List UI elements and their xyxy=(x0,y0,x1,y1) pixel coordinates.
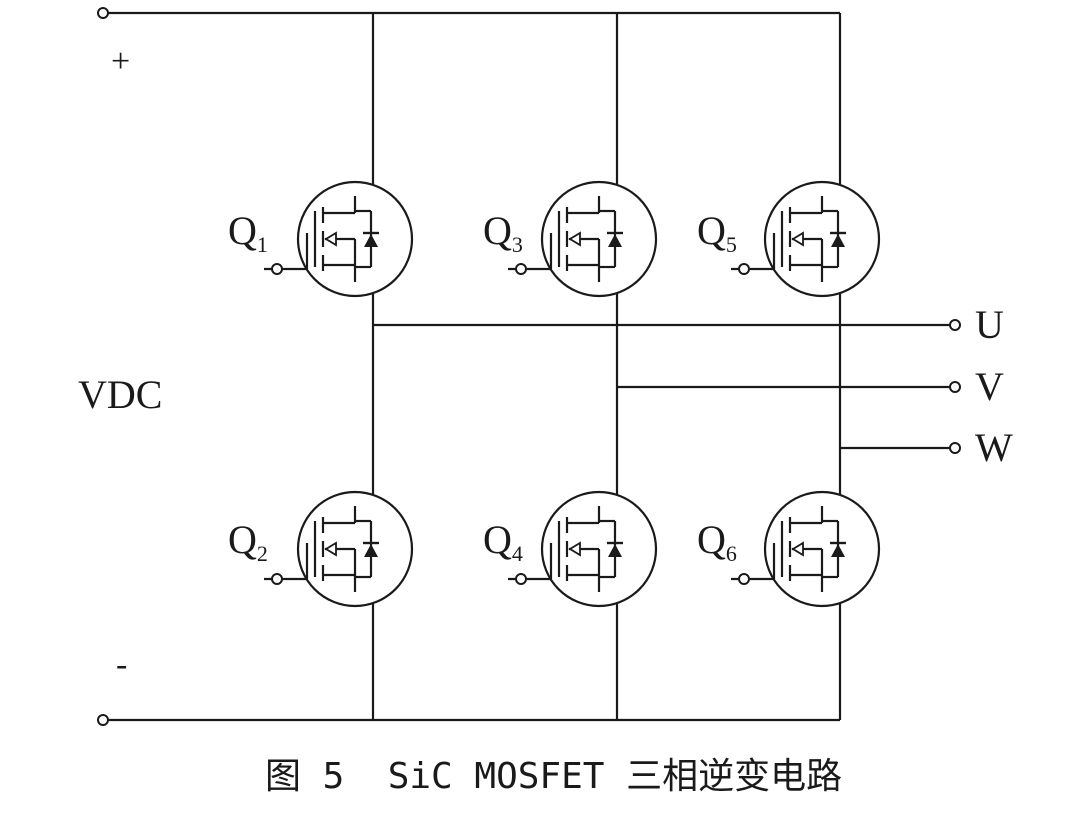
mosfet-q3 xyxy=(506,180,658,298)
figure-caption: 图 5 SiC MOSFET 三相逆变电路 xyxy=(265,756,842,797)
label-q1: Q1 xyxy=(228,208,268,257)
label-q3: Q3 xyxy=(483,208,523,257)
gate-terminal-q3 xyxy=(515,263,527,275)
output-w-terminal xyxy=(949,442,961,454)
mosfet-q4 xyxy=(506,490,658,608)
mosfet-q6 xyxy=(729,490,881,608)
gate-terminal-q1 xyxy=(271,263,283,275)
label-vdc: VDC xyxy=(78,372,162,417)
circuit-labels: + - VDC U V W xyxy=(78,43,1013,683)
mosfet-q2 xyxy=(262,490,414,608)
dc-bus xyxy=(97,7,840,726)
label-v: V xyxy=(975,364,1004,409)
gate-terminal-q4 xyxy=(515,573,527,585)
phase-legs xyxy=(371,13,842,720)
negative-terminal xyxy=(97,714,109,726)
label-q5: Q5 xyxy=(697,208,737,257)
mosfet-q1 xyxy=(262,180,414,298)
phase-outputs xyxy=(373,319,961,454)
output-v-terminal xyxy=(949,381,961,393)
label-q4: Q4 xyxy=(483,517,523,566)
label-u: U xyxy=(975,302,1004,347)
gate-terminal-q6 xyxy=(738,573,750,585)
gate-terminal-q5 xyxy=(738,263,750,275)
device-labels: Q1 Q2 Q3 Q4 Q5 Q6 xyxy=(228,208,737,566)
output-u-terminal xyxy=(949,319,961,331)
positive-terminal xyxy=(97,7,109,19)
gate-terminal-q2 xyxy=(271,573,283,585)
label-minus: - xyxy=(116,646,127,683)
label-plus: + xyxy=(111,43,130,80)
label-w: W xyxy=(975,425,1013,470)
label-q2: Q2 xyxy=(228,517,268,566)
mosfet-q5 xyxy=(729,180,881,298)
label-q6: Q6 xyxy=(697,517,737,566)
